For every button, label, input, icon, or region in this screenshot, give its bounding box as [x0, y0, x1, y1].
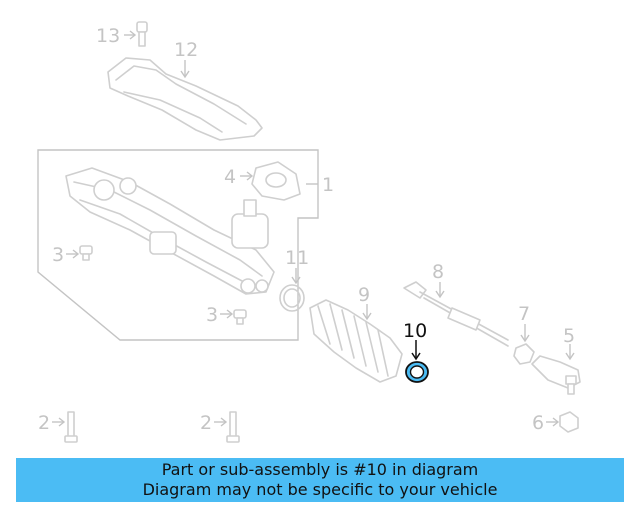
part-2-bolt-left — [52, 411, 78, 443]
part-12-heat-shield — [107, 57, 263, 141]
part-8-inner-tie-rod — [403, 281, 509, 347]
steering-rack-body — [65, 167, 275, 295]
callout-13[interactable]: 13 — [96, 25, 120, 47]
callout-1[interactable]: 1 — [322, 174, 334, 196]
callout-2-left[interactable]: 2 — [38, 412, 50, 434]
part-7-jam-nut — [513, 324, 535, 365]
part-4-mount-bushing — [240, 161, 301, 201]
callout-3-upper[interactable]: 3 — [52, 244, 64, 266]
part-9-boot — [309, 299, 403, 383]
diagram-notice-banner: Part or sub-assembly is #10 in diagram D… — [16, 458, 624, 502]
callout-9[interactable]: 9 — [358, 284, 370, 306]
part-3-bolt-upper — [66, 245, 93, 261]
callout-12[interactable]: 12 — [174, 39, 198, 61]
callout-2-right[interactable]: 2 — [200, 412, 212, 434]
banner-line-2: Diagram may not be specific to your vehi… — [142, 480, 498, 499]
banner-line-1: Part or sub-assembly is #10 in diagram — [161, 460, 479, 479]
callout-7[interactable]: 7 — [518, 303, 530, 325]
callout-8[interactable]: 8 — [432, 261, 444, 283]
part-3-bolt-lower — [220, 309, 247, 325]
part-13-bolt — [124, 21, 148, 47]
callout-5[interactable]: 5 — [563, 325, 575, 347]
callout-4[interactable]: 4 — [224, 166, 236, 188]
callout-6[interactable]: 6 — [532, 412, 544, 434]
part-5-tie-rod-end — [531, 344, 581, 395]
callout-10[interactable]: 10 — [403, 320, 427, 342]
part-11-clamp — [279, 268, 305, 312]
part-10-boot-clamp[interactable] — [405, 340, 429, 383]
callout-3-lower[interactable]: 3 — [206, 304, 218, 326]
part-6-nut — [546, 411, 579, 433]
part-2-bolt-right — [214, 411, 240, 443]
callout-11[interactable]: 11 — [285, 247, 309, 269]
